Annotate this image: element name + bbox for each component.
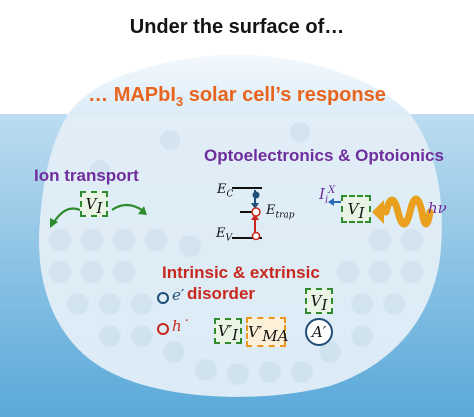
subtitle: … MAPbI3 solar cell’s response (0, 84, 474, 109)
disorder-heading-line-2: disorder (187, 284, 256, 303)
light-wave (382, 195, 434, 228)
iodide-interstitial-label: IiX (319, 185, 336, 206)
hole-marker (157, 323, 169, 335)
iceberg-texture-dots (49, 122, 423, 385)
subtitle-subscript: 3 (175, 94, 184, 109)
photon-energy-label: hν (428, 199, 447, 217)
trap-energy-label: Etrap (266, 203, 295, 221)
disorder-vacancy-box-bottom: V′I (214, 318, 242, 344)
conduction-band-label: EC (217, 182, 234, 200)
ion-arrow-left-head (50, 218, 58, 228)
optoelectronics-heading: Optoelectronics & Optoionics (204, 146, 444, 165)
ion-hop-arrows (53, 203, 143, 223)
iceberg-above-water (68, 54, 410, 114)
electron-symbol (252, 191, 260, 199)
ma-vacancy-box: V′MA (246, 317, 288, 347)
page-title: Under the surface of… (129, 16, 345, 38)
electron-marker (157, 292, 169, 304)
subtitle-suffix: solar cell’s response (183, 84, 386, 106)
ion-transport-heading: Ion transport (34, 166, 139, 185)
electron-label: e′ (172, 286, 185, 304)
disorder-heading-line-1: Intrinsic & extrinsic (162, 263, 320, 282)
light-arrow-head (372, 200, 384, 224)
trap-capture-arrow-head (251, 203, 259, 209)
ion-arrow-right-head (138, 206, 147, 215)
hole-capture-arrow-head (251, 214, 259, 220)
hole-symbol (251, 231, 261, 241)
aprime-dopant-circle: A′ (305, 318, 333, 346)
iodide-arrow-head (328, 198, 334, 206)
trap-state (251, 207, 261, 217)
opto-vacancy-box: VI (341, 195, 371, 223)
subtitle-prefix: … MAPbI (88, 84, 176, 106)
hole-label: h˙ (172, 317, 190, 335)
disorder-vacancy-box-top: VI (305, 288, 333, 314)
valence-band-label: EV (216, 226, 232, 244)
ion-vacancy-box: VI (80, 191, 108, 217)
